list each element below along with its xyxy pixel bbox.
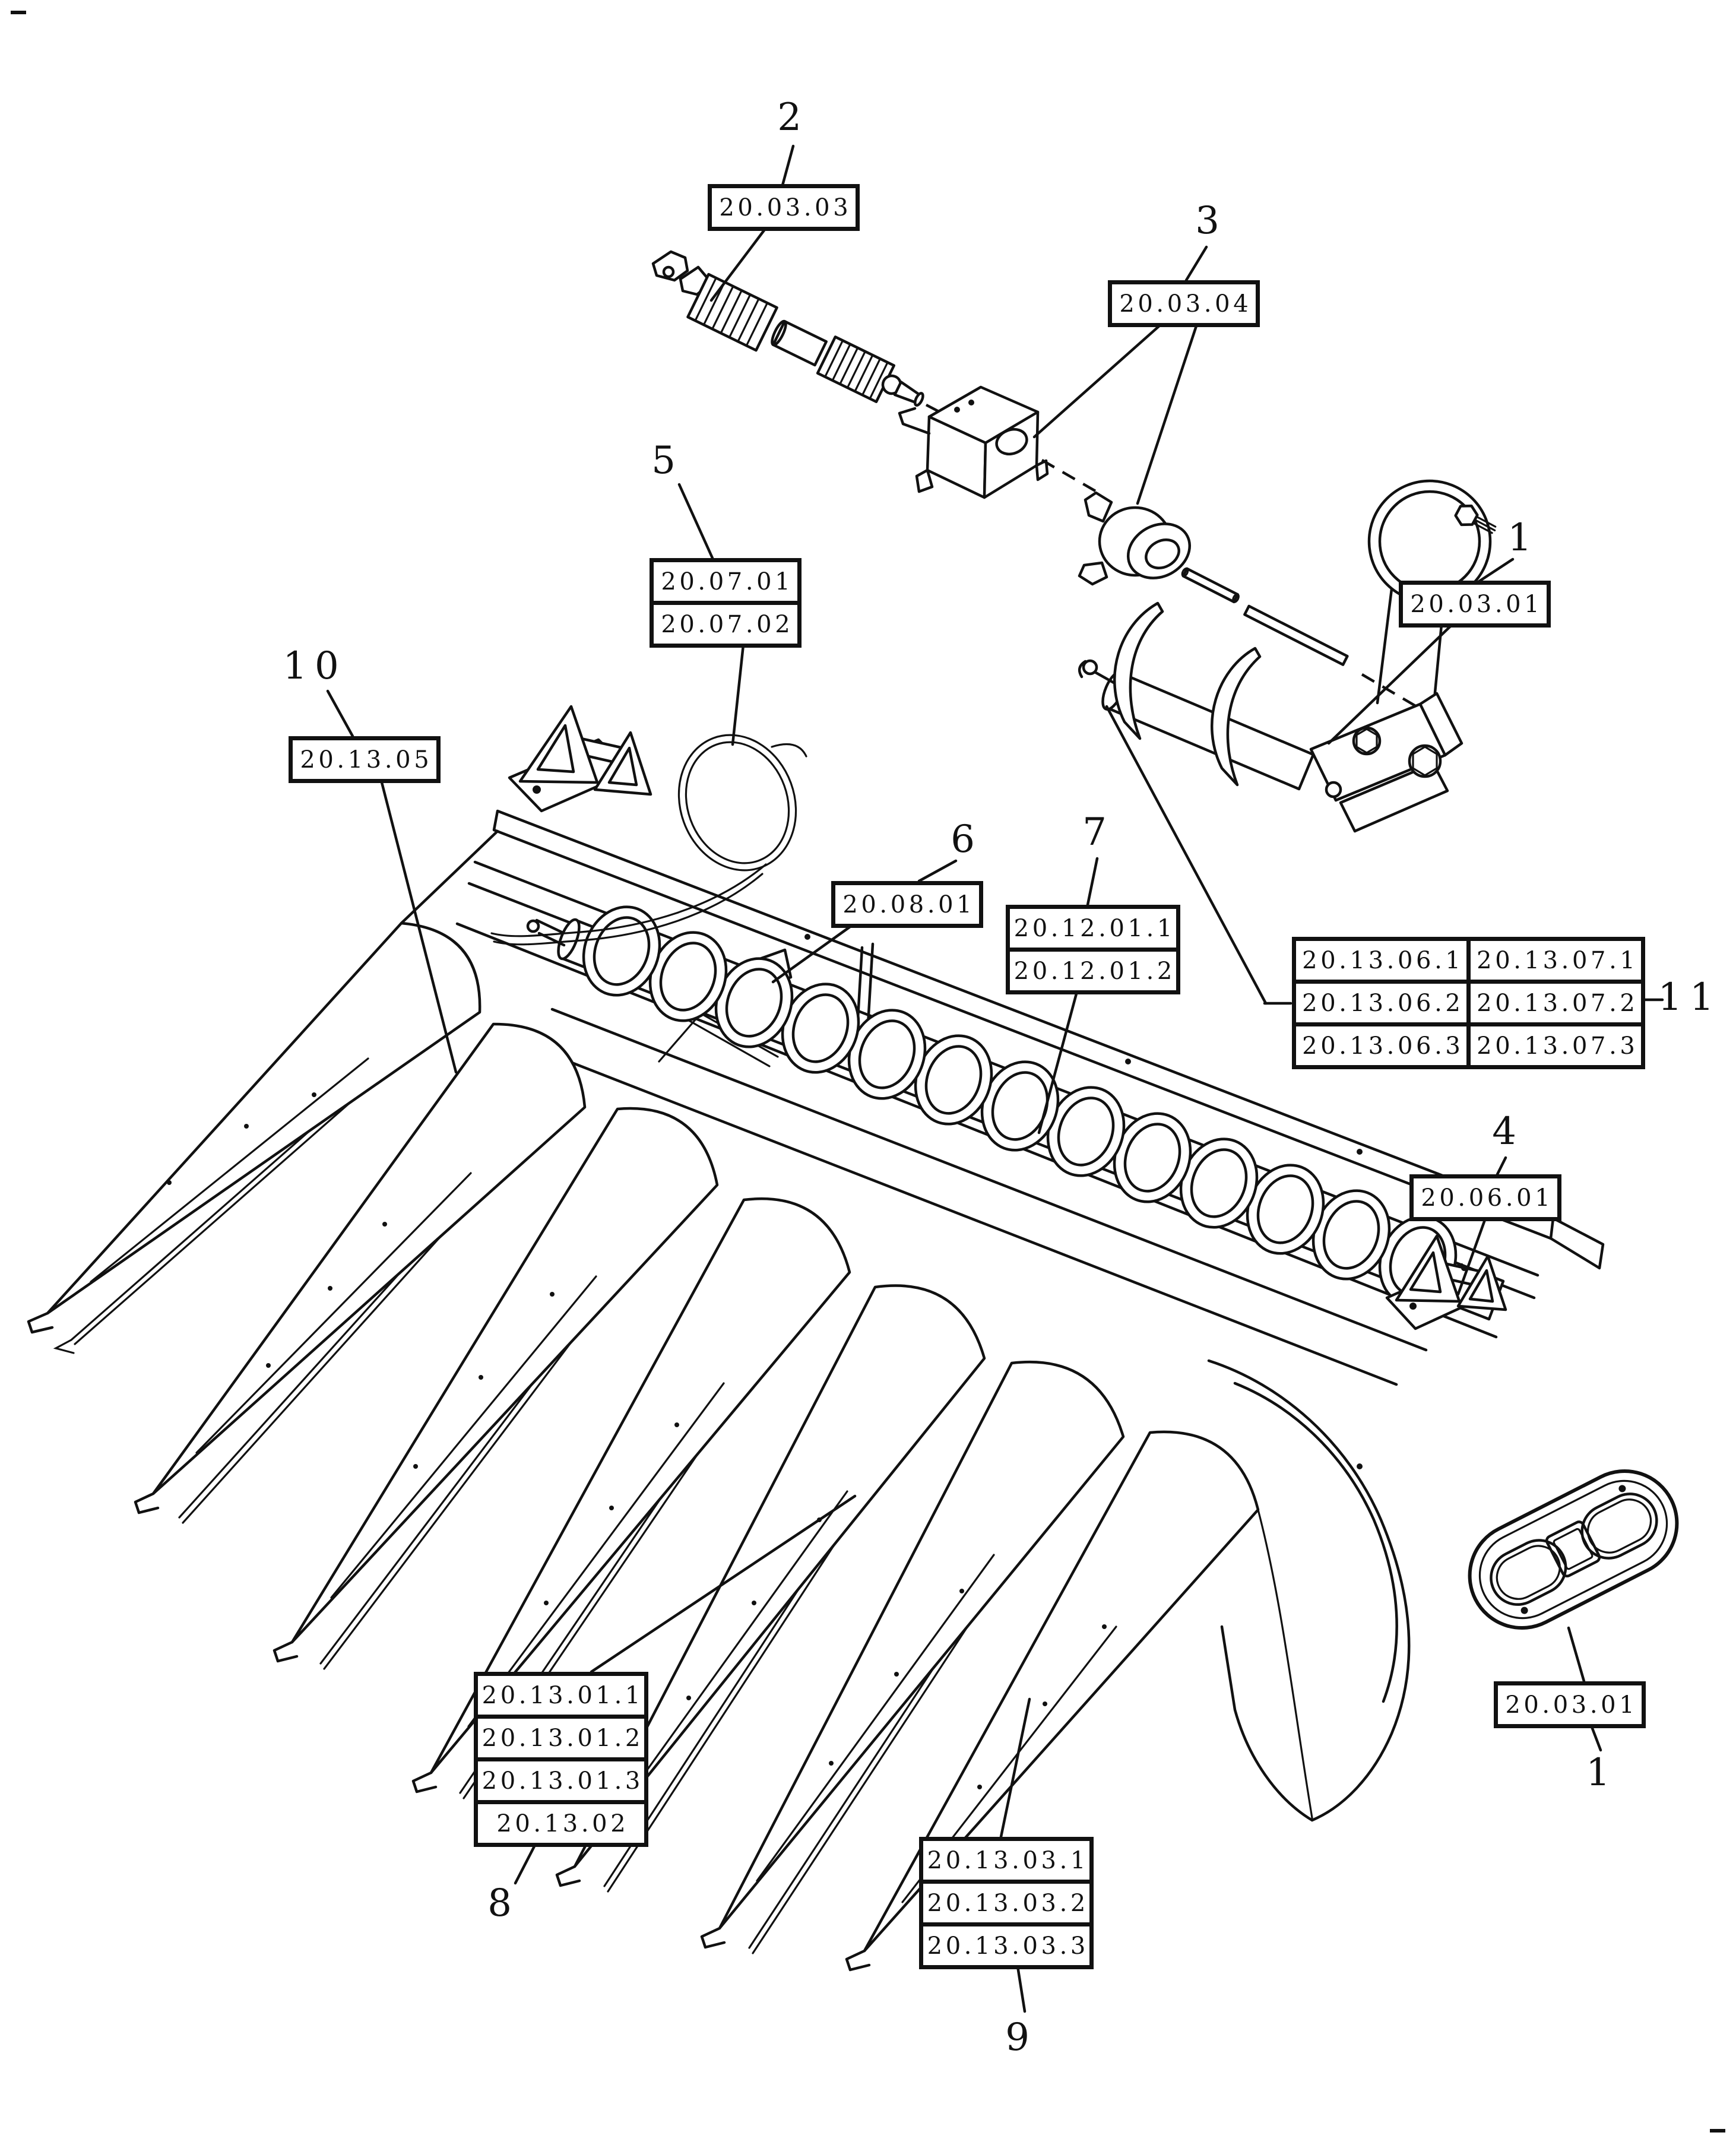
leader-lines — [326, 144, 1664, 2013]
ref-code: 20.13.06.2 — [1292, 980, 1471, 1026]
ref-code: 20.03.01 — [1399, 581, 1551, 628]
callout-number-10: 10 — [283, 644, 347, 688]
callout-number-11: 11 — [1658, 975, 1722, 1019]
pto-driveline-shaft — [651, 250, 982, 435]
callout-number-9: 9 — [1005, 2016, 1037, 2059]
ref-code: 20.13.03.1 — [919, 1837, 1094, 1884]
callout-number-6: 6 — [951, 817, 983, 861]
left-mount-bracket — [508, 705, 652, 813]
ref-code: 20.03.04 — [1108, 280, 1260, 327]
ref-code: 20.13.03.3 — [919, 1922, 1094, 1969]
ref-code: 20.13.07.3 — [1466, 1022, 1645, 1069]
driveline-support-bracket — [898, 385, 1097, 499]
ref-code: 20.12.01.1 — [1006, 905, 1180, 952]
ref-code: 20.13.06.1 — [1292, 937, 1471, 984]
ref-code: 20.06.01 — [1409, 1174, 1561, 1221]
ref-code: 20.03.03 — [708, 184, 860, 231]
hose-loop — [490, 734, 807, 946]
crop-marks — [11, 11, 1725, 2133]
right-end-fender — [1207, 1359, 1411, 1822]
callout-number-5: 5 — [651, 439, 683, 483]
callout-number-3: 3 — [1195, 199, 1227, 243]
ref-code: 20.13.03.2 — [919, 1880, 1094, 1926]
callout-number-8: 8 — [487, 1881, 519, 1925]
ref-code: 20.13.07.2 — [1466, 980, 1645, 1026]
callout-number-1-bottom: 1 — [1586, 1751, 1618, 1795]
ref-code: 20.13.02 — [474, 1800, 648, 1847]
hex-bolt-icon — [1454, 504, 1497, 534]
ref-code: 20.08.01 — [831, 881, 983, 928]
ref-code: 20.03.01 — [1494, 1681, 1646, 1728]
shear-coupler — [1078, 491, 1192, 586]
callout-number-2: 2 — [777, 96, 809, 140]
gearbox-bolts — [1325, 726, 1442, 799]
ref-code: 20.13.01.3 — [474, 1757, 648, 1804]
callout-number-7: 7 — [1082, 810, 1114, 854]
ref-code: 20.13.01.2 — [474, 1715, 648, 1761]
ref-code: 20.07.01 — [650, 558, 802, 605]
row-dividers — [27, 829, 1260, 1972]
ref-code: 20.13.05 — [289, 736, 441, 783]
row-unit-auger-assembly — [1078, 479, 1497, 833]
callout-number-1-top: 1 — [1507, 516, 1539, 560]
ref-code: 20.13.01.1 — [474, 1672, 648, 1719]
ref-code: 20.12.01.2 — [1006, 948, 1180, 994]
callout-number-4: 4 — [1492, 1110, 1524, 1154]
ref-code: 20.07.02 — [650, 601, 802, 648]
right-mount-bracket — [1385, 1234, 1507, 1330]
ref-code: 20.13.07.1 — [1466, 937, 1645, 984]
ref-code: 20.13.06.3 — [1292, 1022, 1471, 1069]
driveline-shield-bezel — [1468, 1469, 1679, 1630]
